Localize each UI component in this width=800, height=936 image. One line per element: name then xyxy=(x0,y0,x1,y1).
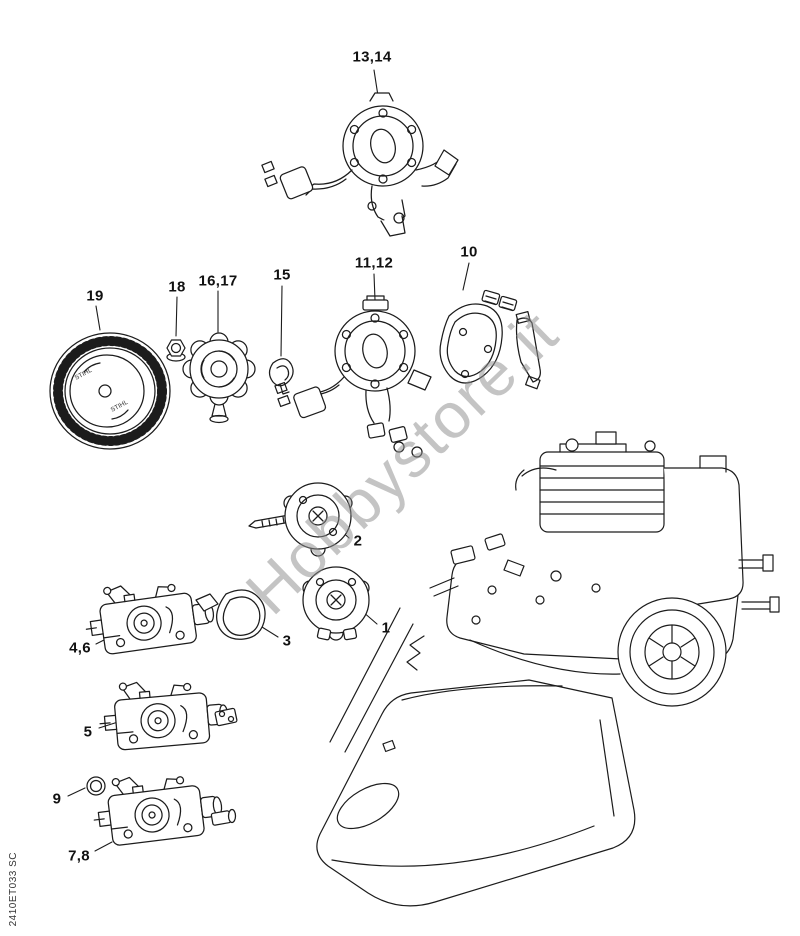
callout-3: 3 xyxy=(282,632,292,650)
part-5-carburetor xyxy=(96,673,238,753)
callout-4-6: 4,6 xyxy=(69,639,91,657)
callout-16-17: 16,17 xyxy=(198,272,238,290)
callout-5: 5 xyxy=(83,723,93,741)
part-19-air-filter: STIHL STIHL xyxy=(49,332,171,450)
doc-code: 2410ET033 SC xyxy=(8,851,19,926)
part-9-o-ring xyxy=(86,776,106,796)
part-15-clip xyxy=(268,358,294,395)
part-10-gasket-bracket xyxy=(439,289,541,390)
callout-19: 19 xyxy=(86,287,104,305)
part-4-6-carburetor xyxy=(80,572,219,658)
part-2-flange-with-screw xyxy=(248,482,353,557)
callout-7-8: 7,8 xyxy=(68,847,90,865)
chainsaw-powerhead xyxy=(316,431,780,907)
callout-15: 15 xyxy=(273,266,291,284)
callout-11-12: 11,12 xyxy=(354,254,394,272)
callout-13-14: 13,14 xyxy=(352,48,392,66)
part-18-nut xyxy=(166,339,186,362)
part-11-12-manifold-assembly xyxy=(274,295,432,458)
callout-1: 1 xyxy=(381,619,391,637)
part-16-17-filter-base xyxy=(182,332,256,424)
part-13-14-manifold-assembly xyxy=(261,92,459,237)
callout-9: 9 xyxy=(52,790,62,808)
callout-10: 10 xyxy=(460,243,478,261)
callout-leader-lines xyxy=(67,69,470,852)
part-7-8-carburetor xyxy=(88,765,237,849)
callout-18: 18 xyxy=(168,278,186,296)
part-1-flange xyxy=(302,566,370,641)
callout-2: 2 xyxy=(353,532,363,550)
part-3-gasket xyxy=(216,589,266,640)
